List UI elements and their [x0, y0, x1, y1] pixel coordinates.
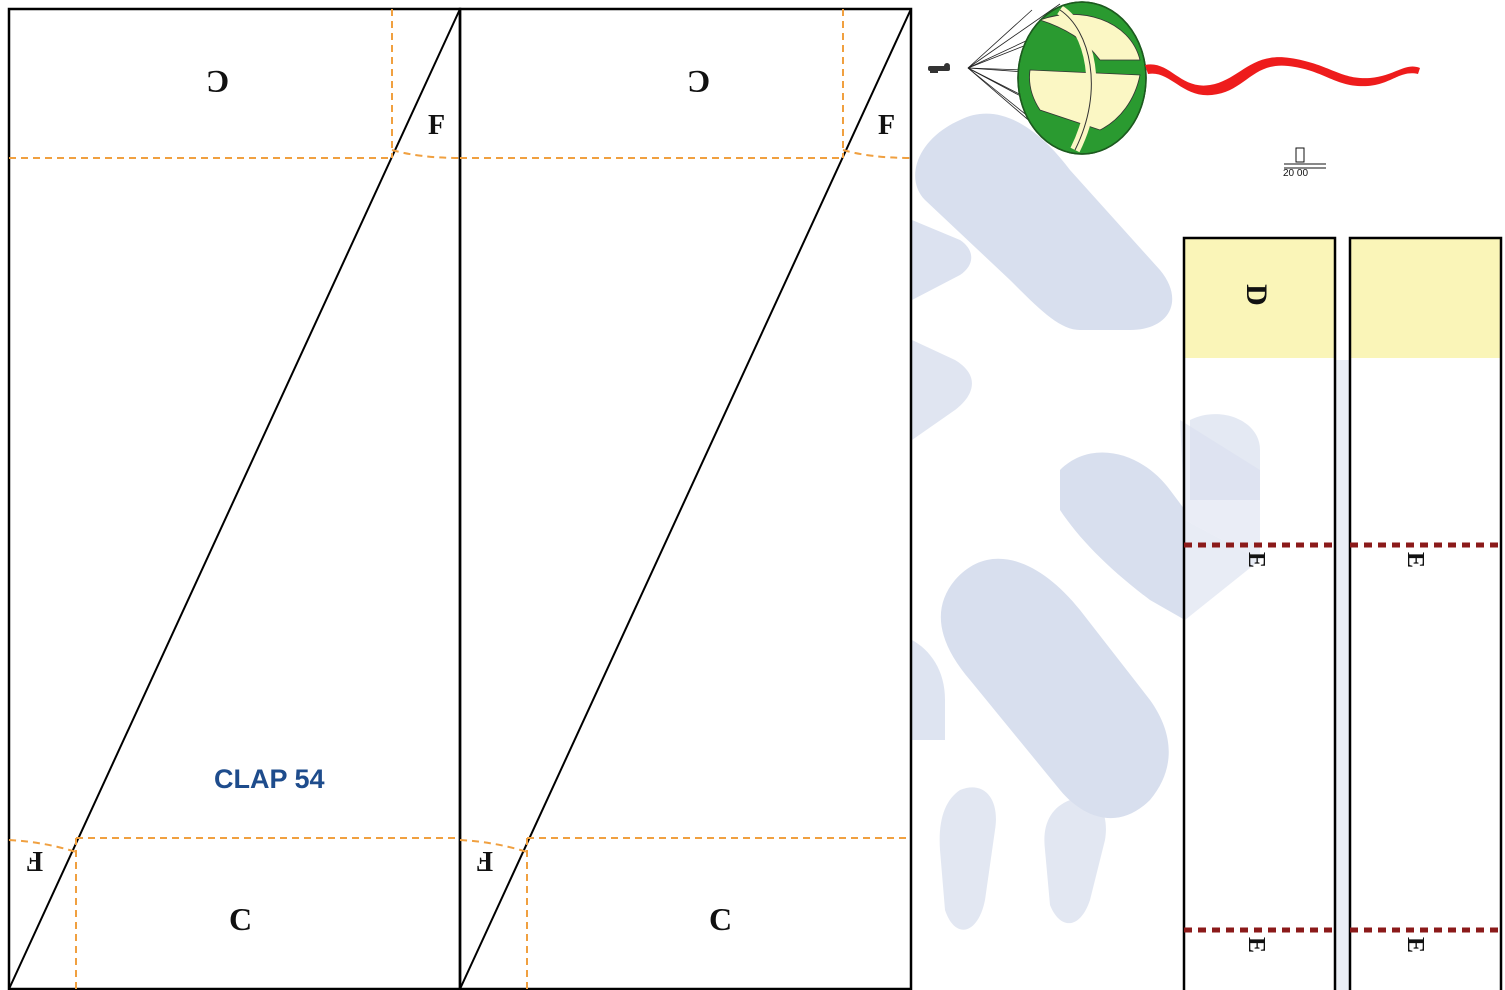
template-panel-left: [7, 7, 462, 990]
panel-right-top-label: C: [687, 64, 711, 100]
strip-left-d-label: D: [1239, 284, 1273, 306]
strip-right: [1348, 236, 1503, 990]
parachute-canopy-icon: [967, 1, 1147, 155]
strip-right-e-label-bottom: E: [1402, 936, 1429, 954]
panel-left-bottom-tab-label: F: [26, 845, 44, 876]
strip-left-e-label-bottom: E: [1243, 936, 1270, 954]
panel-right-bottom-tab-label: F: [476, 845, 494, 876]
panel-right-bottom-label: C: [709, 901, 733, 937]
sheet-title: CLAP 54: [214, 764, 325, 794]
fold-arc-top: [391, 149, 461, 159]
watermark-logo-icon: [912, 113, 1350, 990]
streamer-ribbon-icon: [1145, 57, 1420, 96]
fold-arc-bottom: [8, 839, 77, 853]
panel-left-bottom-label: C: [229, 901, 253, 937]
strip-left: [1182, 236, 1337, 990]
paratrooper-figure-icon: [928, 63, 950, 73]
panel-left-top-tab-label: F: [428, 110, 446, 141]
strip-right-e-label: E: [1402, 551, 1429, 569]
panel-left-top-label: C: [206, 64, 230, 100]
strip-left-e-label: E: [1243, 551, 1270, 569]
scale-mark-icon: [1284, 147, 1326, 169]
panel-right-top-tab-label: F: [878, 110, 896, 141]
template-panel-right: [458, 7, 913, 990]
scale-label: 20 00: [1283, 168, 1309, 179]
